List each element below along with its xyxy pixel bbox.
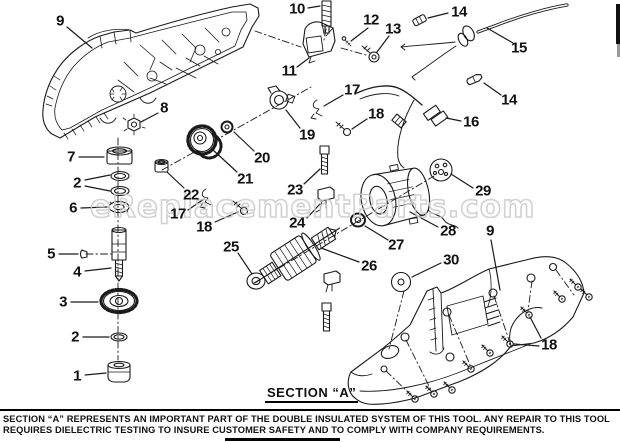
- callout-2: 2: [71, 328, 79, 346]
- callout-16: 16: [463, 113, 479, 131]
- callout-20: 20: [254, 149, 270, 167]
- callout-13: 13: [385, 20, 401, 38]
- part-14a-connector: [412, 14, 427, 27]
- callout-6: 6: [69, 199, 77, 217]
- callout-21: 21: [237, 170, 253, 188]
- callout-29: 29: [475, 182, 491, 200]
- callout-18: 18: [368, 105, 384, 123]
- callout-30: 30: [443, 251, 459, 269]
- callout-26: 26: [361, 257, 377, 275]
- callout-24: 24: [289, 214, 305, 232]
- part-9-housing-left: [42, 3, 260, 140]
- part-10-screw: [321, 0, 332, 34]
- callout-10: 10: [289, 0, 305, 18]
- part-23a-screw: [319, 145, 330, 175]
- callout-27: 27: [388, 236, 404, 254]
- part-24a-brush-holder: [315, 186, 335, 213]
- callout-12: 12: [363, 11, 379, 29]
- callout-2: 2: [73, 174, 81, 192]
- callout-11: 11: [281, 62, 297, 80]
- part-6-ring: [108, 200, 130, 214]
- part-21-gear-cluster: [186, 124, 223, 160]
- part-9-housing-right: [347, 256, 585, 405]
- bottom-rule: [225, 438, 340, 441]
- callout-25: 25: [223, 238, 239, 256]
- part-23b-screw: [321, 302, 332, 332]
- callout-19: 19: [299, 126, 315, 144]
- part-24b-brush-holder: [323, 270, 341, 293]
- callout-28: 28: [440, 222, 456, 240]
- callout-1: 1: [73, 367, 81, 385]
- callout-17: 17: [344, 81, 360, 99]
- callout-18: 18: [541, 336, 557, 354]
- callout-4: 4: [73, 263, 81, 281]
- part-17b-clip: [199, 188, 212, 209]
- callout-3: 3: [59, 293, 67, 311]
- callout-14: 14: [501, 91, 517, 109]
- part-20-washer: [220, 120, 234, 134]
- scan-edge-artifact: [616, 4, 620, 44]
- part-18b-screw: [232, 200, 249, 216]
- part-15-cord: [400, 3, 569, 81]
- callout-8: 8: [160, 99, 168, 117]
- part-18a-screw: [335, 121, 352, 137]
- part-12-screw: [341, 36, 352, 47]
- callout-5: 5: [47, 245, 55, 263]
- part-1-collet-nut: [107, 360, 131, 383]
- part-2-o-rings: [110, 170, 130, 197]
- callout-23: 23: [287, 181, 303, 199]
- callout-leader-lines: [58, 5, 542, 376]
- footer-line-2: REQUIRES DIELECTRIC TESTING TO INSURE CU…: [3, 424, 545, 435]
- callout-9: 9: [486, 222, 494, 240]
- part-26-armature: [255, 226, 340, 285]
- part-3-gear: [99, 287, 139, 315]
- part-14b-connector: [466, 74, 483, 86]
- part-17a-clip: [310, 99, 323, 120]
- part-29-end-cap: [429, 158, 453, 182]
- part-13-screw: [361, 45, 380, 63]
- section-a-label: SECTION “A”: [265, 385, 359, 403]
- part-27-washer: [350, 212, 366, 228]
- part-2b-o-ring: [110, 332, 128, 342]
- part-25-bearing: [246, 272, 266, 290]
- scan-edge-artifact-light: [617, 44, 620, 57]
- part-11-switch: [302, 21, 336, 64]
- part-28-field-stator: [360, 163, 459, 229]
- callout-18: 18: [196, 218, 212, 236]
- part-16-brush-lead-assembly: [356, 85, 449, 169]
- part-4-spindle: [111, 226, 127, 282]
- part-7-sleeve: [106, 146, 133, 165]
- callout-7: 7: [67, 148, 75, 166]
- part-22-bushing: [154, 158, 169, 173]
- part-5-pin: [79, 249, 88, 259]
- callout-17: 17: [170, 205, 186, 223]
- footer-line-1: SECTION “A” REPRESENTS AN IMPORTANT PART…: [3, 414, 610, 424]
- callout-9: 9: [56, 12, 64, 30]
- footer-note: SECTION “A” REPRESENTS AN IMPORTANT PART…: [0, 409, 620, 436]
- part-30-washer: [390, 271, 412, 293]
- callout-15: 15: [511, 39, 527, 57]
- callout-22: 22: [183, 186, 199, 204]
- part-19-bearing: [267, 85, 296, 110]
- callout-14: 14: [451, 3, 467, 21]
